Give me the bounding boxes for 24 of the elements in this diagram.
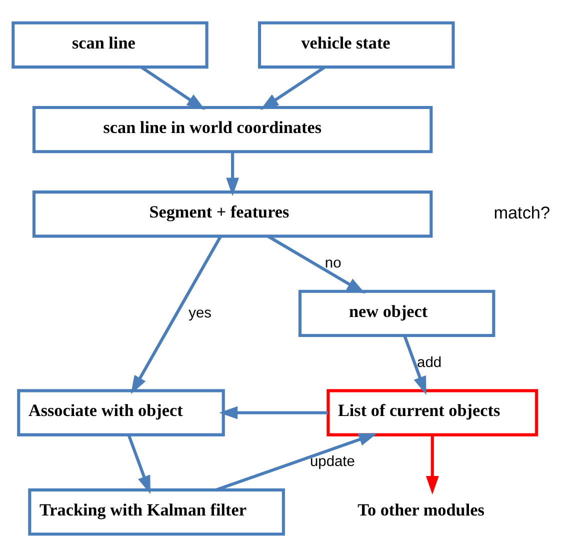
arrow [215, 432, 378, 491]
node-box: Associate with object [17, 388, 225, 436]
node-box: vehicle state [258, 20, 455, 68]
edge-label: no [324, 255, 342, 272]
arrow [403, 334, 426, 394]
arrow [127, 434, 150, 494]
arrow [219, 406, 328, 419]
label: match? [494, 202, 550, 222]
edge-label: add [417, 354, 442, 370]
arrow [267, 234, 366, 294]
arrow [140, 65, 206, 110]
edge-label: update [310, 454, 355, 470]
node-box: Tracking with Kalman filter [28, 488, 285, 536]
node-box: List of current objects [326, 388, 538, 436]
node-box: new object [298, 289, 496, 337]
node-text: To other modules [358, 500, 484, 519]
node-box: scan line in world coordinates [32, 105, 433, 153]
arrow [130, 235, 222, 394]
node-box: scan line [12, 20, 208, 68]
arrow [226, 151, 239, 196]
arrow [426, 434, 439, 494]
arrow [260, 65, 326, 110]
node-box: Segment + features [32, 190, 433, 238]
edge-label: yes [188, 304, 212, 321]
